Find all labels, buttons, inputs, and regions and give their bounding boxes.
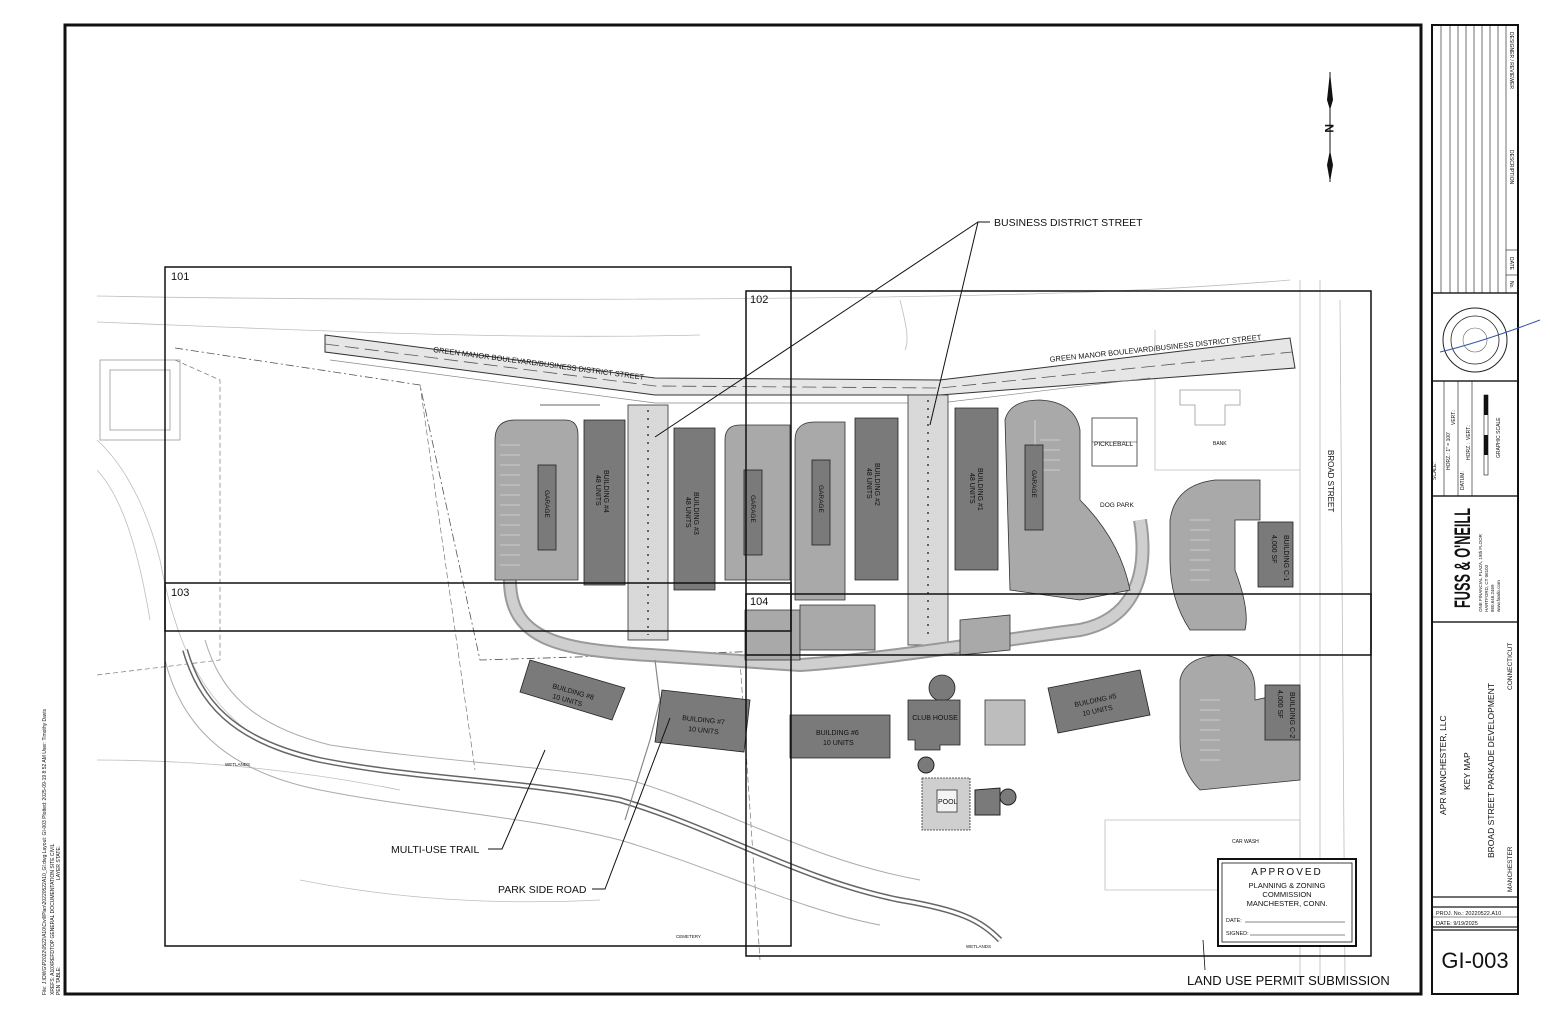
building-6-name: BUILDING #6 [816,730,859,737]
datum-label: DATUM: [1460,471,1466,490]
building-1-name: BUILDING #1 [976,468,983,511]
wetlands-label-1: WETLANDS [225,762,250,767]
project-state: CONNECTICUT [1507,643,1514,690]
building-c1-units: 4,000 SF [1270,535,1277,563]
project-date: DATE: 9/19/2025 [1436,921,1478,927]
submission-label: LAND USE PERMIT SUBMISSION [1187,973,1390,988]
stamp-date-label: DATE: [1226,918,1242,924]
pe-seal-icon [1442,307,1508,373]
building-1-units: 48 UNITS [968,473,975,504]
garage-label-3: GARAGE [817,485,824,513]
margin-file-info: File: J:\DWG\P2022\0522\A10\Civil\Plan\2… [42,709,48,995]
rev-header-designer: DESIGNER / REVIEWER [1508,32,1514,89]
stamp-title: APPROVED [1251,867,1323,878]
graphic-scale-label: GRAPHIC SCALE [1496,417,1502,458]
callout-business-district-street: BUSINESS DISTRICT STREET [994,217,1143,229]
dog-park-label: DOG PARK [1100,502,1134,509]
site-plan: GREEN MANOR BOULEVARD/BUSINESS DISTRICT … [96,72,1346,981]
garage-label-4: GARAGE [1030,470,1037,498]
sheet-title: KEY MAP [1462,752,1472,790]
callout-multi-use-trail: MULTI-USE TRAIL [391,844,479,856]
cemetery-label: CEMETERY [676,934,701,939]
margin-xrefs: XREFS: A10XREFDTOP GENERAL DOCUMENTATION… [50,843,56,995]
building-7-name: BUILDING #7 [682,715,725,726]
tile-104-label: 104 [750,596,768,608]
bank-label: BANK [1213,441,1227,447]
building-7-units: 10 UNITS [688,726,720,736]
wetlands-label-2: WETLANDS [966,944,991,949]
building-c2-units: 4,000 SF [1276,690,1283,718]
rev-header-date: DATE [1508,257,1514,271]
tile-102[interactable] [745,290,1372,656]
svg-text:N: N [1322,124,1336,133]
building-6-units: 10 UNITS [823,740,854,747]
tile-101[interactable] [164,266,792,632]
tile-103[interactable] [164,582,792,947]
tile-104[interactable] [745,593,1372,957]
stamp-line1: PLANNING & ZONING [1249,881,1326,890]
project-town: MANCHESTER [1507,846,1514,892]
drawing-border [63,23,1423,996]
building-4-units: 48 UNITS [594,475,601,506]
title-block: No. DATE DESCRIPTION DESIGNER / REVIEWER… [1431,24,1541,995]
project-name: BROAD STREET PARKADE DEVELOPMENT [1486,683,1496,858]
pickleball-label: PICKLEBALL [1094,441,1133,448]
car-wash-label: CAR WASH [1232,839,1259,845]
tile-102-label: 102 [750,294,768,306]
client-name: APR MANCHESTER, LLC [1438,715,1448,815]
margin-layer-state: LAYER STATE: [56,846,62,880]
north-arrow-icon: N [1322,72,1336,182]
club-house-label: CLUB HOUSE [912,715,958,722]
stamp-signed-label: SIGNED: [1226,931,1249,937]
pool-label: POOL [938,799,958,806]
key-map-tiles [164,266,1372,957]
building-3-name: BUILDING #3 [692,492,699,535]
firm-web: www.fando.com [1496,580,1501,612]
margin-pen-table: PEN TABLE: [56,967,62,995]
sheet-number: GI-003 [1441,948,1508,973]
rev-header-description: DESCRIPTION [1508,150,1514,185]
garage-label-1: GARAGE [543,490,550,518]
callout-park-side-road: PARK SIDE ROAD [498,884,587,896]
scale-horz: HORZ.: 1" = 100' [1446,432,1452,470]
datum-horz: HORZ.: [1466,443,1472,460]
building-c1-name: BUILDING C-1 [1282,535,1289,581]
scale-vert: VERT.: [1451,410,1457,425]
firm-address: ONE FINANCIAL PLAZA, 19th FLOOR [1478,533,1483,612]
garage-label-2: GARAGE [749,495,756,523]
firm-logo: FUSS & O'NEILL [1450,508,1475,608]
approval-stamp: APPROVED PLANNING & ZONING COMMISSION MA… [1217,858,1357,947]
tile-103-label: 103 [171,587,189,599]
stamp-line2: COMMISSION [1262,890,1311,899]
datum-vert: VERT.: [1466,425,1472,440]
rev-header-no: No. [1508,281,1514,289]
building-2-name: BUILDING #2 [873,463,880,506]
scale-label: SCALE: [1432,462,1438,480]
building-c2-name: BUILDING C-2 [1288,692,1295,738]
firm-city: HARTFORD, CT 06103 [1484,564,1489,612]
project-number: PROJ. No.: 20220522.A10 [1436,911,1501,917]
firm-phone: 860.646.2469 [1490,584,1495,612]
tile-101-label: 101 [171,271,189,283]
callout-leaders [488,221,990,890]
building-4-name: BUILDING #4 [602,470,609,513]
stamp-line3: MANCHESTER, CONN. [1247,899,1328,908]
building-3-units: 48 UNITS [684,497,691,528]
broad-street-label: BROAD STREET [1326,450,1335,512]
building-2-units: 48 UNITS [865,468,872,499]
